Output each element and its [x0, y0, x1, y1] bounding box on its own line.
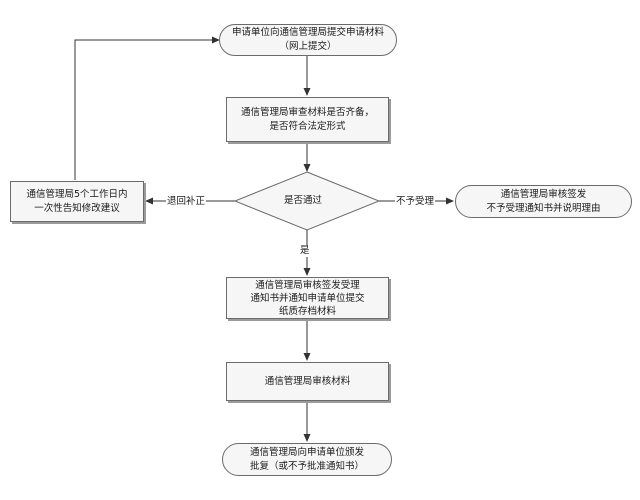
submit-line2: （网上提交）	[279, 41, 337, 52]
reject-node: 通信管理局审核签发 不予受理通知书并说明理由	[455, 185, 632, 218]
notify-fix-node: 通信管理局5个工作日内 一次性告知修改建议	[10, 181, 144, 222]
submit-node: 申请单位向通信管理局提交申请材料 （网上提交）	[219, 24, 397, 56]
edge-label-reject: 不予受理	[395, 196, 436, 208]
accept-line2: 通知书并通知申请单位提交	[250, 292, 365, 304]
reject-line1: 通信管理局审核签发	[500, 188, 587, 200]
edge-label-yes: 是	[299, 245, 311, 257]
notify-fix-line2: 一次性告知修改建议	[34, 202, 120, 214]
check-node: 通信管理局审查材料是否齐备， 是否符合法定形式	[226, 97, 389, 142]
review-node: 通信管理局审核材料	[226, 362, 389, 401]
accept-line1: 通信管理局审核签发受理	[255, 279, 360, 291]
check-line1: 通信管理局审查材料是否齐备，	[240, 106, 374, 118]
edge-label-return: 退回补正	[166, 196, 207, 208]
issue-node: 通信管理局向申请单位颁发 批复（或不予批准通知书）	[222, 443, 392, 476]
check-line2: 是否符合法定形式	[269, 120, 346, 132]
submit-line1: 申请单位向通信管理局提交申请材料	[231, 27, 384, 38]
arrow-notify-to-submit	[74, 36, 220, 180]
accept-line3: 纸质存档材料	[278, 305, 336, 317]
accept-node: 通信管理局审核签发受理 通知书并通知申请单位提交 纸质存档材料	[226, 277, 389, 319]
decision-label: 是否通过	[284, 195, 323, 206]
issue-line1: 通信管理局向申请单位颁发	[249, 446, 364, 458]
review-label: 通信管理局审核材料	[264, 375, 351, 387]
notify-fix-line1: 通信管理局5个工作日内	[26, 188, 128, 200]
reject-line2: 不予受理通知书并说明理由	[486, 202, 601, 214]
issue-line2: 批复（或不予批准通知书）	[249, 460, 364, 472]
